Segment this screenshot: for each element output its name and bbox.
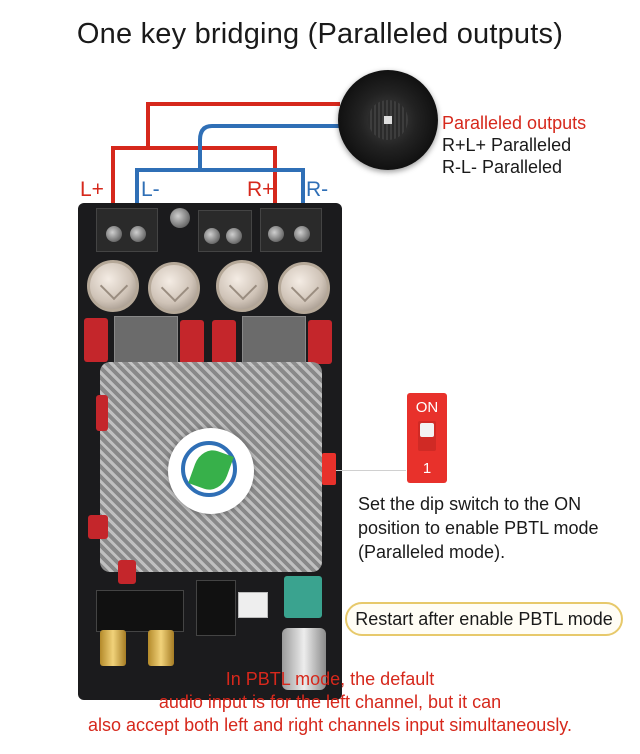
paralleled-heading: Paralleled outputs xyxy=(442,113,587,133)
page-title: One key bridging (Paralleled outputs) xyxy=(76,18,564,50)
screw-icon xyxy=(294,226,310,242)
audio-jack-icon xyxy=(196,580,236,636)
inductor-icon xyxy=(114,316,178,366)
dip-toggle-icon xyxy=(420,423,434,437)
inductor-icon xyxy=(242,316,306,366)
pbtl-note-line-3: also accept both left and right channels… xyxy=(88,715,572,735)
terminal-label-r-minus: R- xyxy=(306,178,329,201)
blue-wire xyxy=(135,168,305,232)
rca-jack-icon xyxy=(100,630,126,666)
red-capacitor-icon xyxy=(118,560,136,584)
red-capacitor-icon xyxy=(84,318,108,362)
pbtl-note-line-2: audio input is for the left channel, but… xyxy=(158,692,502,712)
paralleled-line-1: R+L+ Paralleled xyxy=(442,135,572,155)
paralleled-line-2: R-L- Paralleled xyxy=(442,157,563,177)
capacitor-icon xyxy=(87,260,139,312)
pbtl-note-line-1: In PBTL mode, the default xyxy=(225,669,435,689)
connector-header-icon xyxy=(238,592,268,618)
input-connector-block xyxy=(96,590,184,632)
capacitor-icon xyxy=(216,260,268,312)
speaker-icon xyxy=(338,70,438,170)
red-capacitor-icon xyxy=(180,320,204,364)
volume-knob-icon xyxy=(282,628,326,690)
blue-wire-up xyxy=(198,124,340,170)
screw-icon xyxy=(130,226,146,242)
dip-position-label: 1 xyxy=(422,460,432,477)
callout-line xyxy=(336,470,406,471)
dip-on-label: ON xyxy=(415,399,439,416)
screw-icon xyxy=(204,228,220,244)
restart-note-badge: Restart after enable PBTL mode xyxy=(345,602,623,636)
screw-icon xyxy=(170,208,190,228)
fan-logo-icon xyxy=(168,428,254,514)
terminal-label-l-plus: L+ xyxy=(80,178,104,201)
terminal-label-l-minus: L- xyxy=(141,178,160,201)
capacitor-icon xyxy=(278,262,330,314)
dip-instruction: Set the dip switch to the ON position to… xyxy=(358,492,599,564)
bluetooth-module-icon xyxy=(284,576,322,618)
capacitor-icon xyxy=(148,262,200,314)
dip-switch-zoom: ON 1 xyxy=(407,393,447,483)
terminal-block-left xyxy=(96,208,158,252)
instruction-line-3: (Paralleled mode). xyxy=(358,542,506,562)
red-capacitor-icon xyxy=(308,320,332,364)
terminal-label-r-plus: R+ xyxy=(247,178,275,201)
red-capacitor-icon xyxy=(212,320,236,364)
instruction-line-1: Set the dip switch to the ON xyxy=(358,494,582,514)
red-capacitor-icon xyxy=(88,515,108,539)
instruction-line-2: position to enable PBTL mode xyxy=(358,518,599,538)
red-capacitor-icon xyxy=(96,395,108,431)
paralleled-callout: Paralleled outputs R+L+ Paralleled R-L- … xyxy=(442,112,586,178)
screw-icon xyxy=(268,226,284,242)
rca-jack-icon xyxy=(148,630,174,666)
dip-switch-on-board xyxy=(322,453,336,485)
pbtl-note: In PBTL mode, the default audio input is… xyxy=(20,668,640,737)
terminal-block-right xyxy=(260,208,322,252)
screw-icon xyxy=(106,226,122,242)
screw-icon xyxy=(226,228,242,244)
